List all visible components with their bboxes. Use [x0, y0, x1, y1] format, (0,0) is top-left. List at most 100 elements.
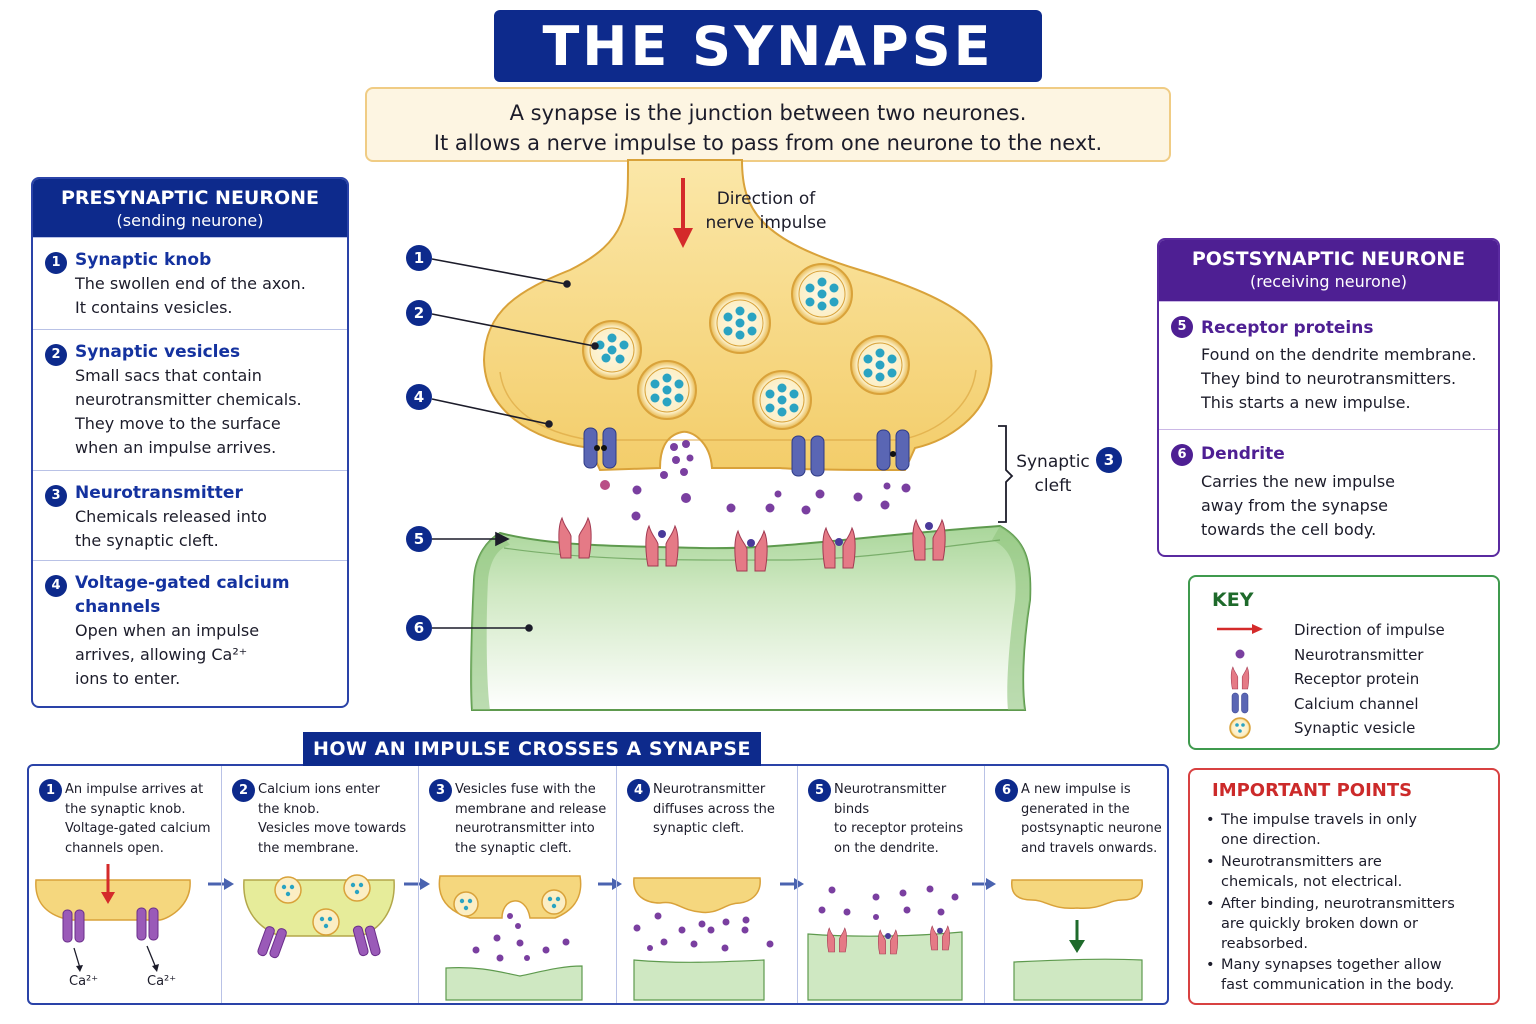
important-panel: IMPORTANT POINTS The impulse travels in … [1188, 768, 1500, 1005]
vesicle [752, 370, 812, 430]
receptor-protein [645, 524, 679, 567]
presynaptic-subtitle: (sending neurone) [116, 211, 264, 230]
step-number: 4 [627, 779, 650, 802]
title-banner: THE SYNAPSE [494, 10, 1042, 82]
step-number: 2 [232, 779, 255, 802]
steps-title: HOW AN IMPULSE CROSSES A SYNAPSE [303, 732, 761, 766]
section-text: Open when an impulse [75, 621, 260, 640]
key-item-neurotransmitter: Neurotransmitter [1294, 646, 1424, 664]
section-text: the synaptic cleft. [75, 531, 219, 550]
key-item-vesicle: Synaptic vesicle [1294, 719, 1416, 737]
step-4: 4 Neurotransmitter diffuses across the s… [616, 766, 797, 1003]
receptor-protein [558, 516, 592, 559]
important-point: Many synapses together allow fast commun… [1206, 955, 1486, 995]
step-6: 6 A new impulse is generated in the post… [984, 766, 1167, 1003]
section-text: They bind to neurotransmitters. [1201, 369, 1457, 388]
point-line: Many synapses together allow [1221, 957, 1442, 973]
direction-label-line: Direction of [716, 189, 816, 209]
step-1-illustration [35, 864, 191, 972]
step-line: Vesicles fuse with the [455, 782, 596, 797]
step-line: Neurotransmitter [653, 782, 766, 797]
step-line: Vesicles move towards [258, 821, 407, 836]
important-title: IMPORTANT POINTS [1212, 780, 1413, 801]
section-heading: Neurotransmitter [75, 483, 243, 503]
point-line: After binding, neurotransmitters [1221, 896, 1455, 912]
cleft-brace [998, 425, 1014, 523]
step-line: Neurotransmitter binds [834, 782, 947, 817]
section-text: towards the cell body. [1201, 520, 1377, 539]
vesicle [637, 360, 697, 420]
step-line: the membrane. [258, 840, 359, 856]
step-line: the synaptic knob. [65, 801, 186, 817]
point-line: reabsorbed. [1221, 936, 1308, 952]
callout-2: 2 [406, 300, 432, 326]
receptor-proteins [558, 516, 946, 572]
cleft-label-line: cleft [1034, 476, 1072, 496]
section-text: when an impulse arrives. [75, 438, 277, 457]
section-number: 5 [1171, 316, 1193, 338]
callout-1: 1 [406, 245, 432, 271]
section-text: ions to enter. [75, 669, 181, 688]
ca-label: Ca²⁺ [147, 974, 177, 989]
callout-4: 4 [406, 384, 432, 410]
point-line: fast communication in the body. [1221, 977, 1455, 993]
callout-5: 5 [406, 526, 432, 552]
synaptic-vesicles [582, 263, 910, 430]
receptor-protein [912, 518, 946, 561]
important-point: After binding, neurotransmitters are qui… [1206, 894, 1486, 954]
page-title: THE SYNAPSE [542, 14, 994, 78]
key-item-receptor: Receptor protein [1294, 670, 1420, 688]
postsynaptic-header: POSTSYNAPTIC NEURONE (receiving neurone) [1159, 240, 1498, 301]
callout-3: 3 [1096, 447, 1122, 473]
key-item-calcium-channel: Calcium channel [1294, 695, 1419, 713]
section-heading: channels [75, 597, 161, 617]
important-point: Neurotransmitters are chemicals, not ele… [1206, 852, 1486, 892]
point-line: chemicals, not electrical. [1221, 874, 1403, 890]
section-text: Found on the dendrite membrane. [1201, 345, 1477, 364]
section-receptor-proteins: 5 Receptor proteins Found on the dendrit… [1159, 301, 1498, 429]
callout-6: 6 [406, 615, 432, 641]
step-3: 3 Vesicles fuse with the membrane and re… [418, 766, 616, 1003]
point-line: one direction. [1221, 832, 1321, 848]
section-number: 3 [45, 485, 67, 507]
step-text: Neurotransmitter diffuses across the syn… [653, 780, 793, 839]
section-text: This starts a new impulse. [1201, 393, 1411, 412]
vesicle [850, 335, 910, 395]
presynaptic-header: PRESYNAPTIC NEURONE (sending neurone) [33, 179, 347, 237]
section-neurotransmitter: 3 Neurotransmitter Chemicals released in… [33, 470, 347, 560]
cleft-label: Synaptic cleft [1012, 450, 1094, 498]
step-line: neurotransmitter into [455, 821, 595, 836]
key-panel: KEY Direction of impulse Neurotransmitte… [1188, 575, 1500, 750]
vesicle [791, 263, 853, 325]
step-2-illustration [243, 874, 395, 959]
section-synaptic-vesicles: 2 Synaptic vesicles Small sacs that cont… [33, 329, 347, 470]
section-text: arrives, allowing Ca²⁺ [75, 645, 248, 664]
step-text: Vesicles fuse with the membrane and rele… [455, 780, 612, 858]
vesicle [709, 292, 771, 354]
step-line: to receptor proteins [834, 821, 964, 836]
step-5-illustration [807, 885, 963, 1001]
step-line: postsynaptic neurone [1021, 821, 1162, 836]
step-3-illustration [438, 875, 583, 1001]
section-number: 1 [45, 252, 67, 274]
section-synaptic-knob: 1 Synaptic knob The swollen end of the a… [33, 237, 347, 329]
pointer-lines [431, 258, 599, 632]
point-line: Neurotransmitters are [1221, 854, 1382, 870]
steps-box: 1 An impulse arrives at the synaptic kno… [27, 764, 1169, 1005]
calcium-channel [583, 427, 617, 469]
step-number: 6 [995, 779, 1018, 802]
receptor-protein [822, 526, 856, 569]
presynaptic-panel: PRESYNAPTIC NEURONE (sending neurone) 1 … [31, 177, 349, 708]
calcium-channel [876, 429, 910, 471]
step-number: 5 [808, 779, 831, 802]
step-number: 3 [429, 779, 452, 802]
section-number: 2 [45, 344, 67, 366]
step-line: synaptic cleft. [653, 821, 745, 836]
section-number: 4 [45, 575, 67, 597]
calcium-channel [791, 435, 825, 477]
ca-label: Ca²⁺ [69, 974, 99, 989]
section-text: Small sacs that contain [75, 366, 262, 385]
section-text: Chemicals released into [75, 507, 267, 526]
section-dendrite: 6 Dendrite Carries the new impulse away … [1159, 429, 1498, 555]
